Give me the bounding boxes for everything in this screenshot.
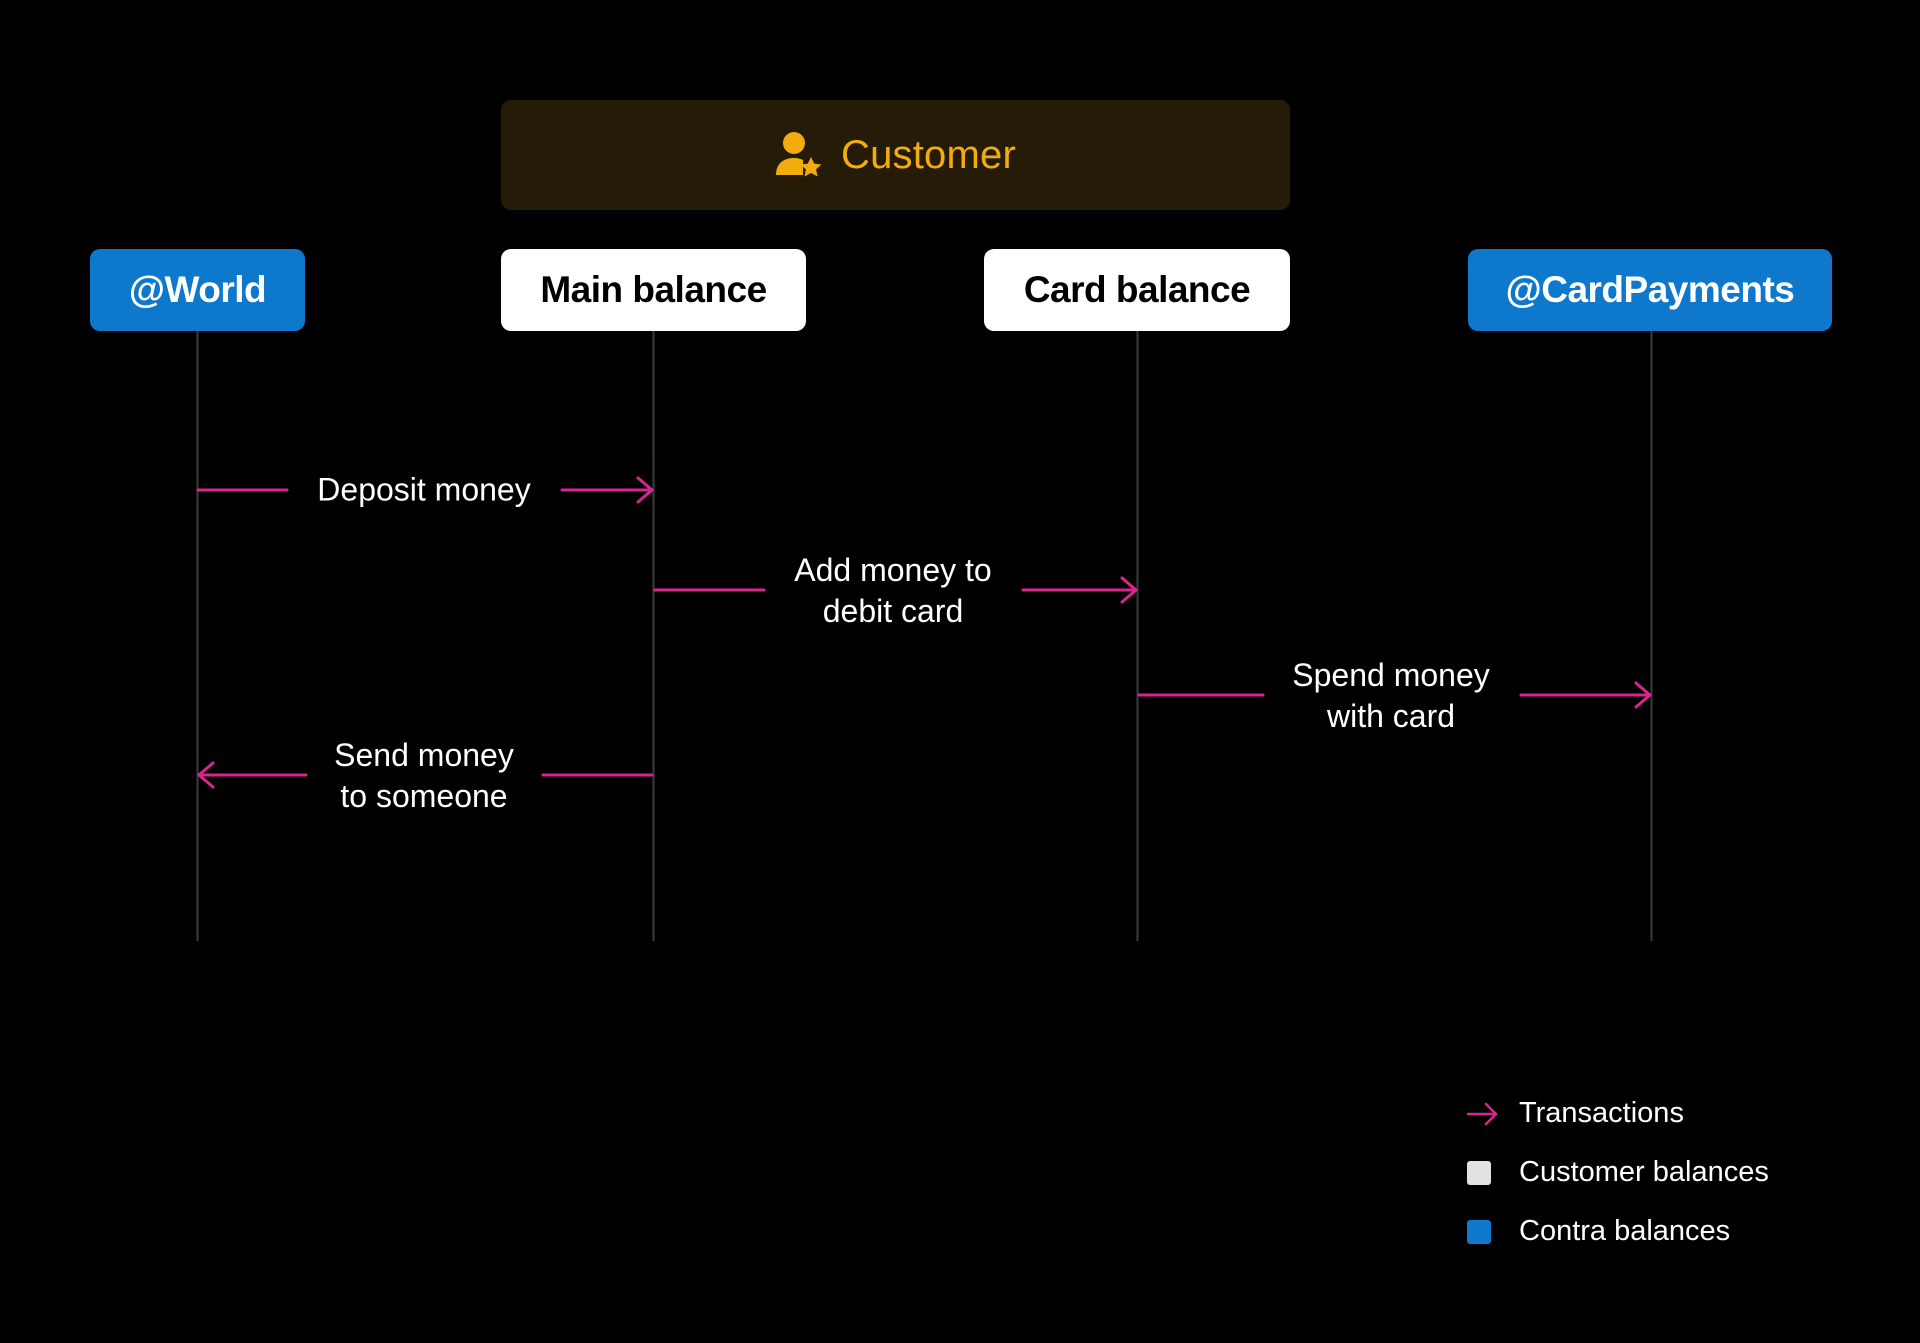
account-main-balance: Main balance [501,249,806,331]
legend-transactions-label: Transactions [1519,1097,1684,1129]
customer-title: Customer [841,132,1016,177]
contra-balance-swatch [1467,1219,1491,1244]
flow-label-deposit: Deposit money [317,471,531,508]
legend-contra-balances-label: Contra balances [1519,1215,1731,1247]
legend-customer-balances: Customer balances [1467,1156,1769,1189]
flow-label-spend-money: Spend money with card [1292,657,1490,734]
legend-arrow-icon [1466,1102,1498,1126]
customer-balance-swatch [1467,1160,1491,1185]
account-card-balance: Card balance [984,249,1290,331]
flow-arrow-add-money [653,576,1138,604]
customer-header: Customer [501,100,1290,210]
flow-arrow-spend-money [1137,681,1652,709]
flow-arrow-send-money [197,761,654,789]
account-card-payments: @CardPayments [1468,249,1832,331]
flow-label-add-money: Add money to debit card [794,552,992,629]
flow-arrow-deposit [196,476,654,504]
legend-contra-balances: Contra balances [1467,1215,1730,1248]
flow-label-send-money: Send money to someone [334,737,514,814]
legend-customer-balances-label: Customer balances [1519,1156,1769,1188]
user-star-icon [775,131,823,179]
legend-transactions: Transactions [1467,1097,1684,1130]
account-world: @World [90,249,305,331]
